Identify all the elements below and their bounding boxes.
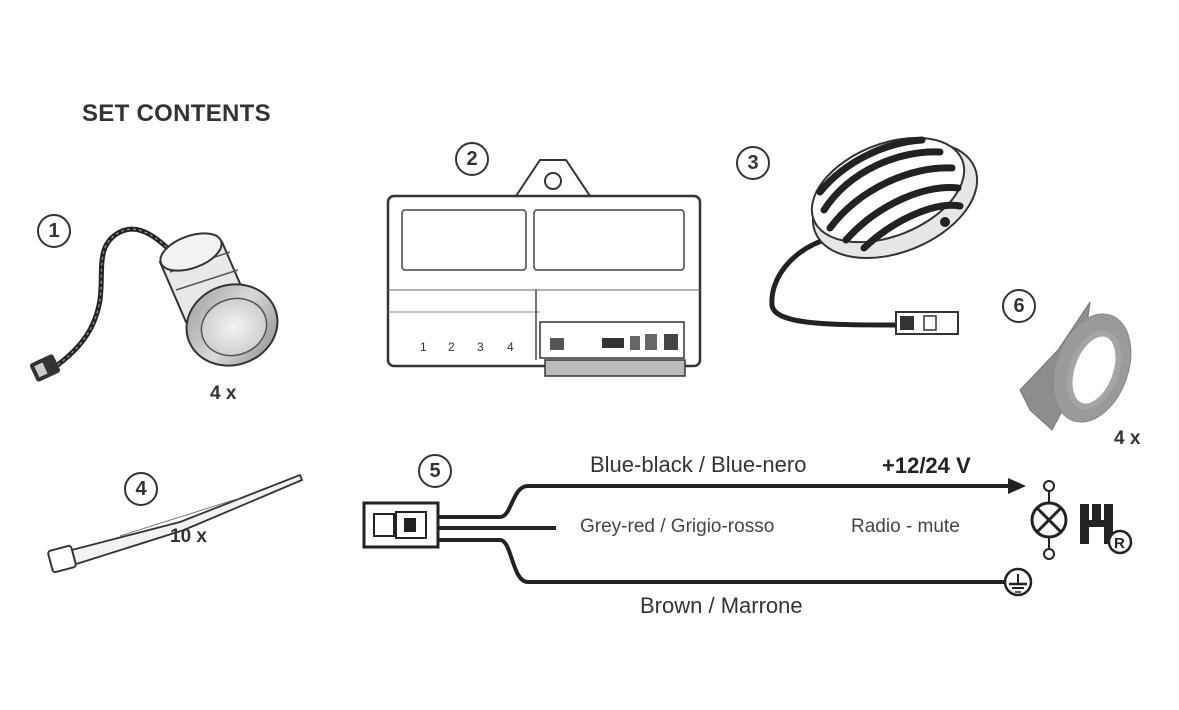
buzzer-illustration (769, 136, 979, 335)
ring-quantity: 4 x (1114, 428, 1141, 449)
page-title: SET CONTENTS (82, 100, 271, 127)
cable-tie-quantity: 10 x (170, 526, 207, 547)
wire-label-blue-black: Blue-black / Blue-nero (590, 452, 807, 477)
lamp-icon (1030, 480, 1068, 560)
mounting-ring-illustration (1019, 301, 1132, 431)
item-number-4: 4 (124, 472, 158, 506)
control-unit-illustration: 1 2 3 4 (386, 159, 702, 377)
wire-radio-mute-label: Radio - mute (851, 516, 960, 537)
svg-text:R: R (1114, 535, 1125, 552)
sensor-quantity: 4 x (210, 383, 237, 404)
reverse-gear-icon: R (1080, 504, 1133, 555)
item-number-3: 3 (736, 146, 770, 180)
cable-tie-illustration (47, 473, 304, 574)
wire-voltage-label: +12/24 V (882, 453, 971, 478)
item-number-6: 6 (1002, 289, 1036, 323)
item-number-1: 1 (37, 214, 71, 248)
port-label: 3 (477, 340, 484, 354)
wiring-harness (362, 478, 1026, 584)
wire-label-brown: Brown / Marrone (640, 593, 803, 618)
ground-icon (1003, 567, 1033, 597)
item-number-5: 5 (418, 454, 452, 488)
item-number-2: 2 (455, 142, 489, 176)
port-label: 4 (507, 340, 514, 354)
port-label: 2 (448, 340, 455, 354)
wire-label-grey-red: Grey-red / Grigio-rosso (580, 516, 775, 537)
sensor-illustration (29, 226, 279, 382)
port-label: 1 (420, 340, 427, 354)
